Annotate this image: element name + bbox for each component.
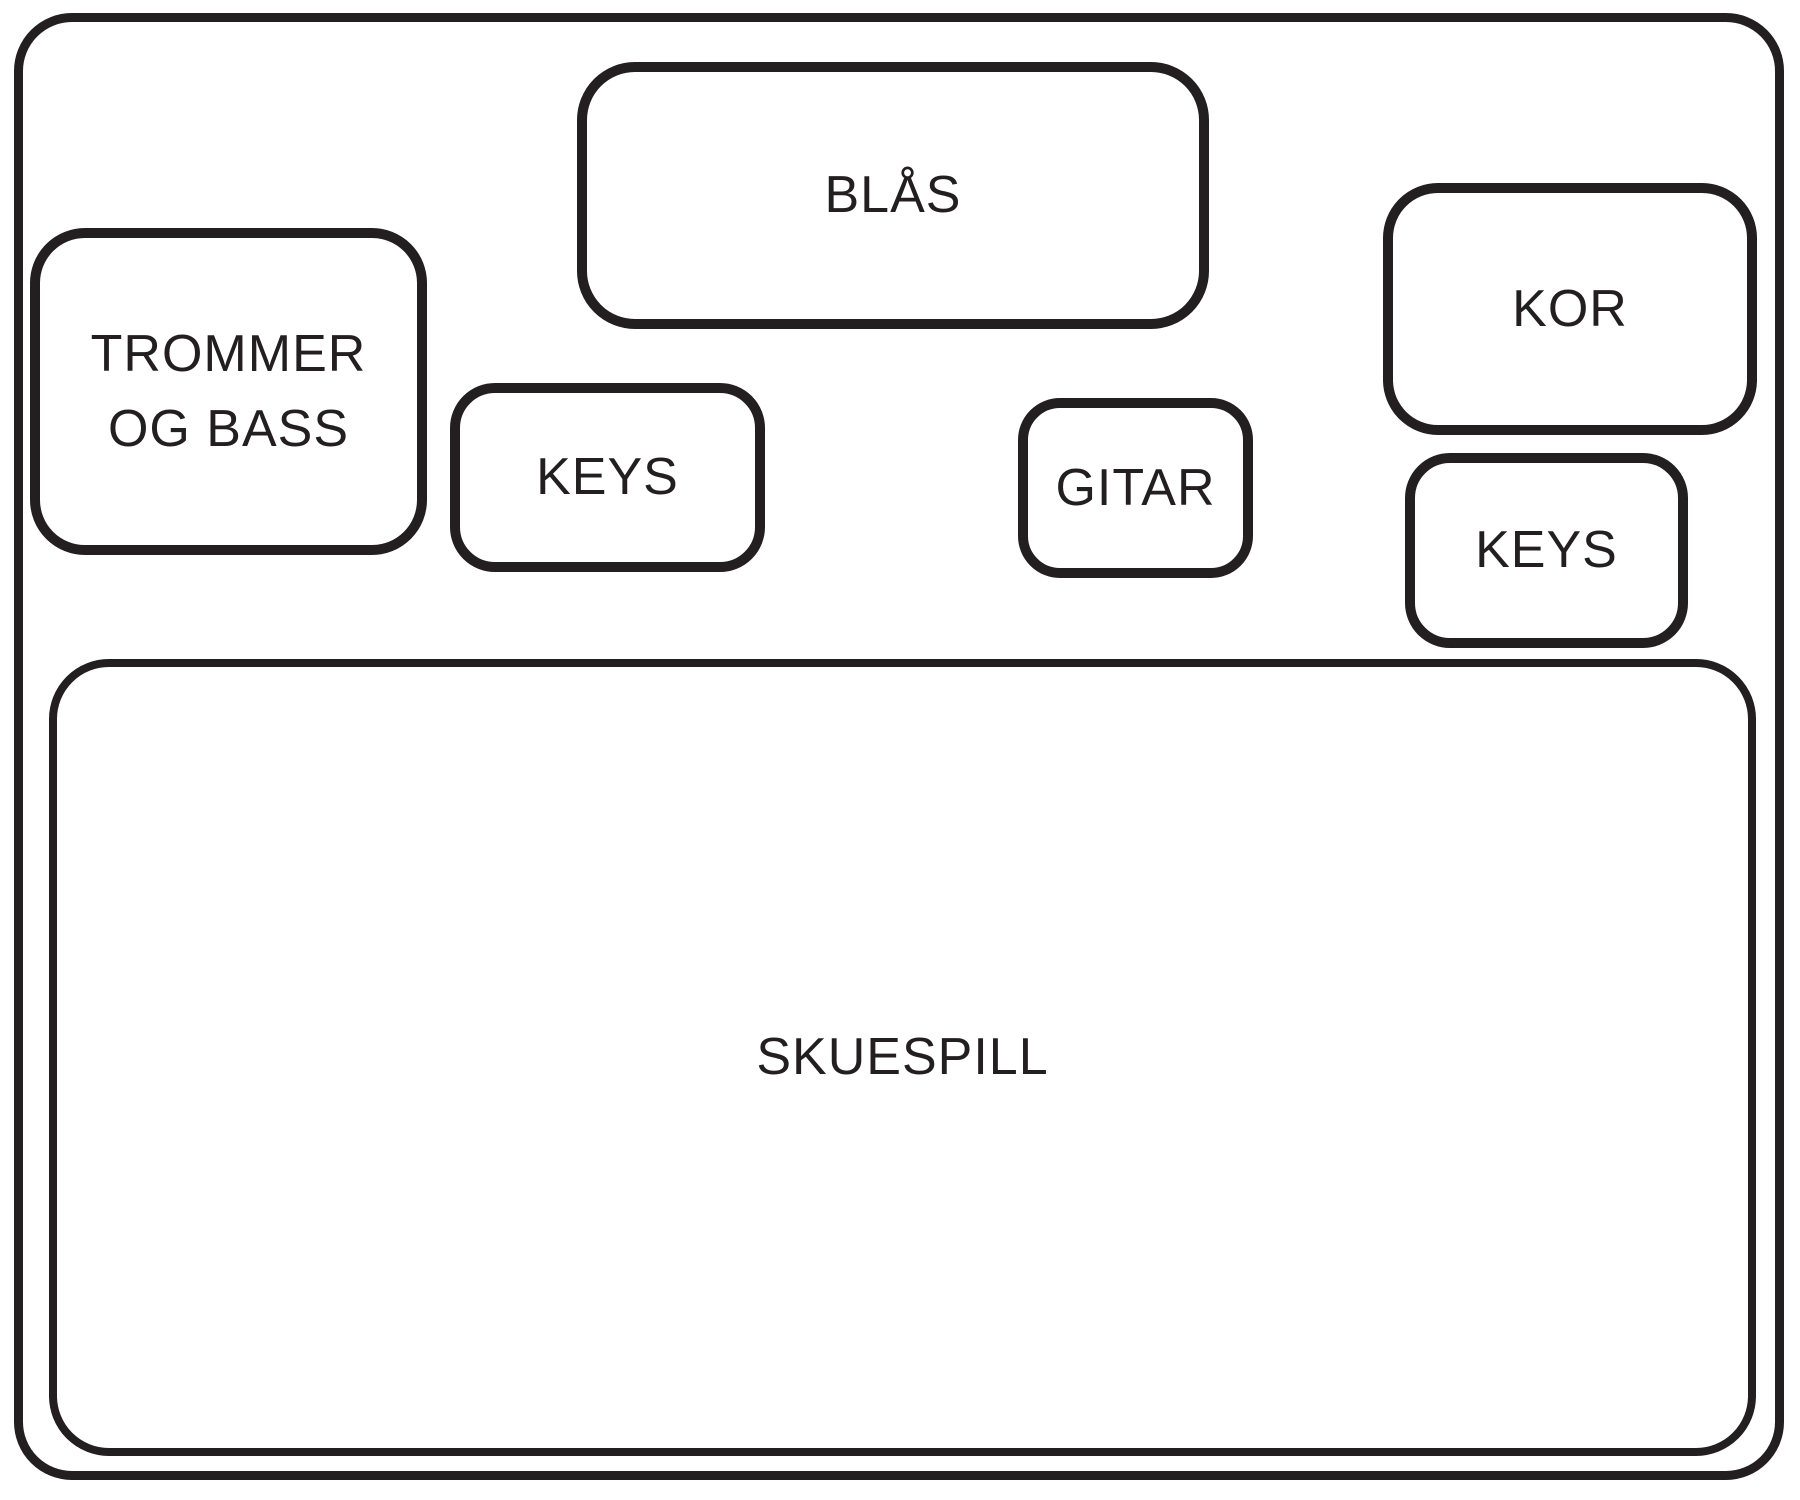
zone-kor: KOR <box>1383 183 1757 435</box>
zone-keys-left-label: KEYS <box>536 448 679 507</box>
zone-trommer-og-bass: TROMMER OG BASS <box>30 228 427 555</box>
zone-keys-right-label: KEYS <box>1475 521 1618 580</box>
zone-trommer-og-bass-label: TROMMER OG BASS <box>90 324 367 458</box>
stage-outline <box>14 13 1784 1480</box>
zone-kor-label: KOR <box>1512 279 1628 338</box>
zone-skuespill: SKUESPILL <box>49 659 1756 1456</box>
zone-blas: BLÅS <box>577 62 1209 329</box>
zone-gitar: GITAR <box>1018 398 1253 578</box>
zone-skuespill-label: SKUESPILL <box>756 1028 1049 1087</box>
zone-blas-label: BLÅS <box>824 166 962 225</box>
zone-gitar-label: GITAR <box>1055 458 1216 517</box>
zone-keys-left: KEYS <box>450 383 765 572</box>
zone-keys-right: KEYS <box>1405 453 1688 648</box>
